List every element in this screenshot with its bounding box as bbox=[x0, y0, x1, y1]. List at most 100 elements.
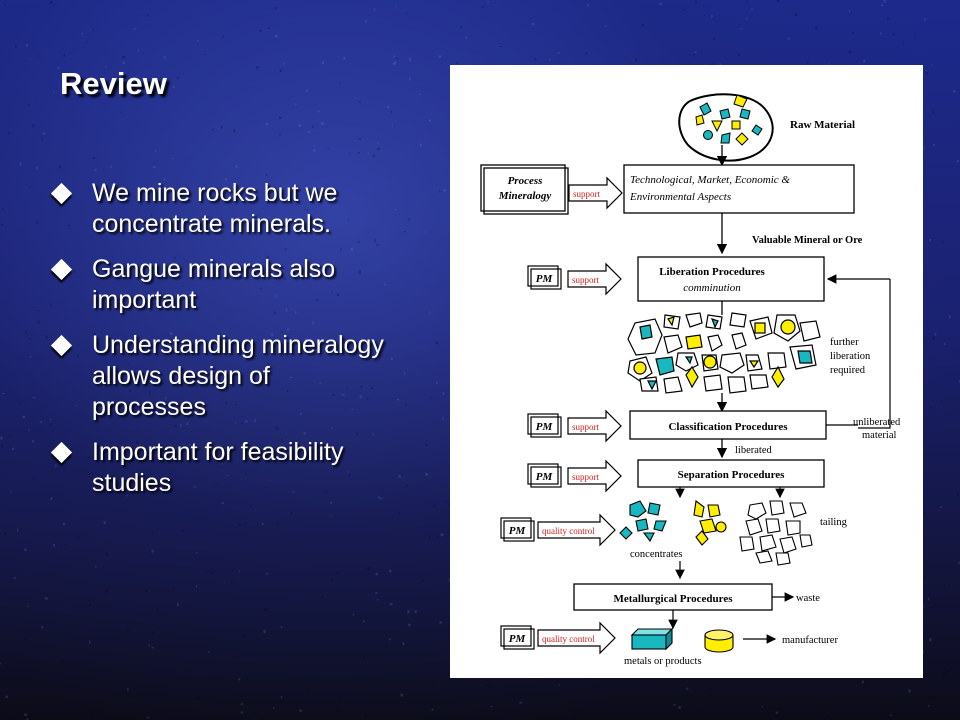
texture-speck bbox=[197, 40, 200, 42]
texture-speck bbox=[929, 239, 931, 241]
texture-speck bbox=[127, 364, 129, 366]
texture-speck bbox=[740, 28, 743, 30]
technological-aspects-box bbox=[623, 164, 855, 214]
texture-speck bbox=[388, 638, 391, 641]
texture-speck bbox=[11, 715, 13, 718]
texture-speck bbox=[806, 61, 809, 64]
texture-speck bbox=[238, 523, 242, 526]
texture-speck bbox=[277, 439, 280, 441]
texture-speck bbox=[787, 37, 790, 40]
texture-speck bbox=[286, 390, 289, 393]
texture-speck bbox=[297, 454, 299, 456]
texture-speck bbox=[428, 311, 430, 314]
texture-speck bbox=[110, 166, 112, 168]
texture-speck bbox=[169, 451, 172, 453]
texture-speck bbox=[428, 535, 432, 538]
support-arrow bbox=[567, 409, 622, 443]
texture-speck bbox=[234, 655, 236, 658]
texture-speck bbox=[296, 281, 298, 282]
texture-speck bbox=[266, 255, 269, 258]
texture-speck bbox=[351, 409, 354, 411]
texture-speck bbox=[305, 459, 309, 462]
texture-speck bbox=[390, 110, 392, 114]
texture-speck bbox=[131, 702, 134, 705]
texture-speck bbox=[374, 239, 376, 243]
texture-speck bbox=[389, 569, 392, 573]
texture-speck bbox=[24, 638, 27, 640]
texture-speck bbox=[405, 485, 409, 487]
texture-speck bbox=[133, 28, 137, 30]
bullet-item: Gangue minerals also important bbox=[50, 254, 390, 316]
texture-speck bbox=[244, 420, 248, 423]
texture-speck bbox=[92, 28, 94, 31]
texture-speck bbox=[313, 149, 316, 152]
texture-speck bbox=[924, 18, 927, 21]
texture-speck bbox=[88, 640, 91, 644]
texture-speck bbox=[221, 255, 223, 257]
texture-speck bbox=[244, 473, 247, 475]
classification-procedures-label: Classification Procedures bbox=[668, 421, 788, 433]
texture-speck bbox=[417, 654, 420, 658]
separation-procedures-box bbox=[637, 459, 825, 488]
texture-speck bbox=[172, 587, 175, 589]
texture-speck bbox=[738, 54, 741, 56]
texture-speck bbox=[94, 565, 97, 568]
texture-speck bbox=[231, 581, 233, 584]
liberation-procedures-title: Liberation Procedures bbox=[659, 266, 765, 278]
texture-speck bbox=[377, 142, 379, 144]
texture-speck bbox=[922, 147, 925, 149]
texture-speck bbox=[708, 687, 712, 690]
further-liberation-label-1: further bbox=[830, 337, 859, 348]
raw-material-label: Raw Material bbox=[790, 119, 855, 131]
texture-speck bbox=[738, 24, 740, 26]
texture-speck bbox=[490, 706, 493, 708]
texture-speck bbox=[573, 716, 576, 719]
texture-speck bbox=[340, 248, 342, 251]
texture-speck bbox=[711, 15, 713, 18]
texture-speck bbox=[444, 501, 447, 503]
texture-speck bbox=[265, 702, 267, 705]
texture-speck bbox=[641, 706, 643, 707]
texture-speck bbox=[375, 572, 378, 576]
pm-label: PM bbox=[536, 273, 554, 285]
texture-speck bbox=[31, 124, 35, 127]
texture-speck bbox=[211, 128, 214, 131]
texture-speck bbox=[339, 82, 341, 84]
texture-speck bbox=[719, 63, 721, 66]
bullet-text: Gangue minerals also important bbox=[92, 255, 336, 314]
texture-speck bbox=[367, 567, 370, 571]
texture-speck bbox=[180, 424, 182, 427]
texture-speck bbox=[40, 420, 42, 423]
texture-speck bbox=[205, 570, 208, 572]
texture-speck bbox=[284, 248, 287, 250]
texture-speck bbox=[137, 49, 140, 52]
texture-speck bbox=[312, 126, 314, 128]
texture-speck bbox=[128, 389, 131, 393]
texture-speck bbox=[465, 36, 468, 39]
texture-speck bbox=[146, 716, 150, 719]
texture-speck bbox=[419, 143, 423, 146]
texture-speck bbox=[327, 148, 330, 150]
texture-speck bbox=[865, 681, 868, 684]
texture-speck bbox=[436, 381, 438, 384]
texture-speck bbox=[122, 56, 126, 59]
diamond-bullet-icon bbox=[50, 441, 73, 464]
texture-speck bbox=[194, 485, 196, 488]
texture-speck bbox=[375, 244, 379, 246]
texture-speck bbox=[105, 66, 107, 68]
texture-speck bbox=[189, 444, 192, 446]
texture-speck bbox=[267, 27, 271, 29]
texture-speck bbox=[28, 59, 30, 61]
texture-speck bbox=[63, 54, 66, 57]
texture-speck bbox=[90, 714, 94, 717]
texture-speck bbox=[678, 706, 681, 709]
texture-speck bbox=[222, 35, 225, 38]
texture-speck bbox=[0, 436, 3, 440]
texture-speck bbox=[815, 26, 818, 30]
texture-speck bbox=[929, 638, 932, 642]
texture-speck bbox=[97, 191, 100, 195]
texture-speck bbox=[425, 473, 429, 476]
product-cylinder-icon bbox=[704, 629, 734, 653]
texture-speck bbox=[163, 178, 166, 180]
texture-speck bbox=[319, 382, 322, 385]
